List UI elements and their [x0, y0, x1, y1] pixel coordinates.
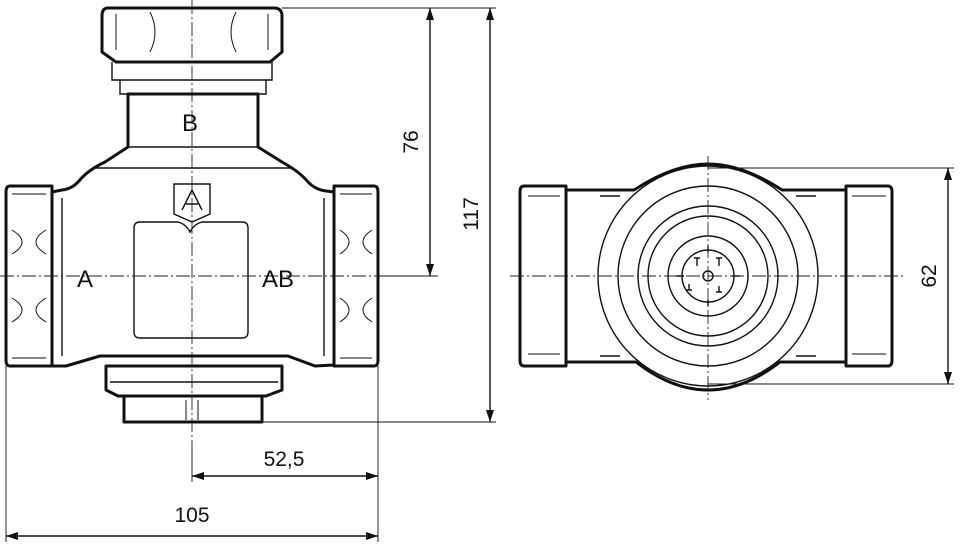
dim-105-label: 105 [174, 504, 209, 527]
indicator-window [133, 221, 249, 339]
flow-arrow-badge [173, 183, 211, 223]
dimension-lines [5, 7, 954, 542]
dim-117-label: 117 [460, 197, 483, 230]
bottom-flange [104, 364, 284, 398]
port-b-label: B [182, 110, 198, 137]
bottom-stem [122, 394, 264, 424]
dim-52-5-label: 52,5 [264, 448, 305, 471]
side-view [510, 156, 906, 400]
front-view [0, 0, 400, 446]
valve-body [50, 92, 336, 368]
port-ab-label: AB [262, 266, 294, 293]
dim-76-label: 76 [400, 130, 423, 153]
port-a-label: A [77, 266, 93, 293]
side-body [564, 162, 848, 392]
dim-62-label: 62 [918, 264, 941, 287]
